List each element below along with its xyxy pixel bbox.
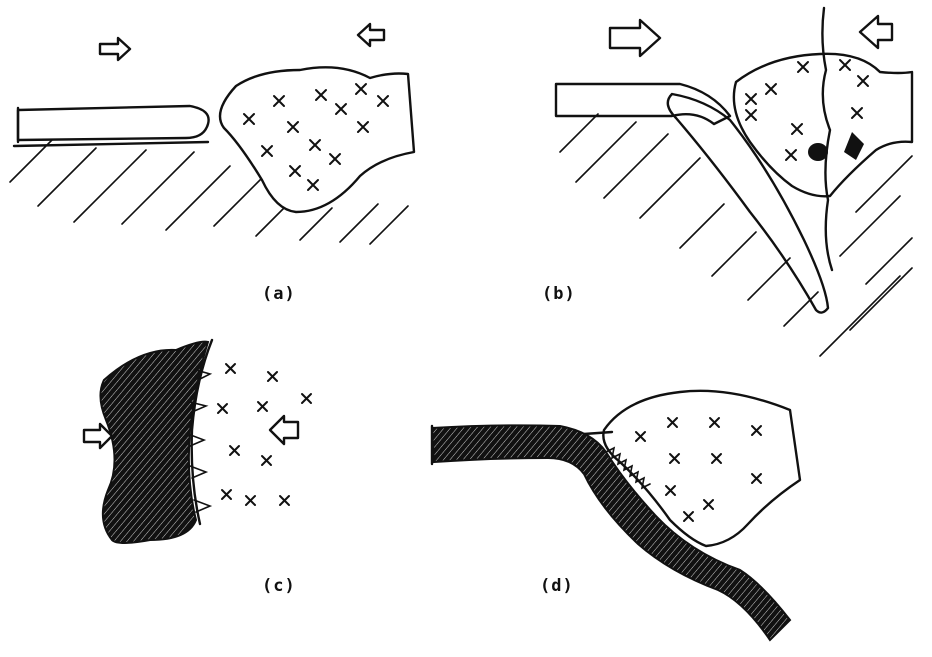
panel-a — [10, 24, 414, 244]
oceanic-plate — [18, 106, 209, 140]
panel-label-b: (b) — [542, 284, 576, 304]
panel-d — [432, 391, 800, 640]
panel-label-a: (a) — [262, 284, 296, 304]
panel-label-c: (c) — [262, 576, 296, 596]
arrow-right-icon — [610, 20, 660, 56]
panel-b — [556, 8, 912, 356]
panel-c — [84, 340, 311, 543]
magma-pocket — [808, 143, 828, 161]
continental-plate — [734, 54, 912, 196]
arrow-left-icon — [358, 24, 384, 46]
panel-label-d: (d) — [540, 576, 574, 596]
arrow-right-icon — [100, 38, 130, 60]
arrow-left-icon — [860, 16, 892, 48]
arrow-left-icon — [270, 416, 298, 444]
